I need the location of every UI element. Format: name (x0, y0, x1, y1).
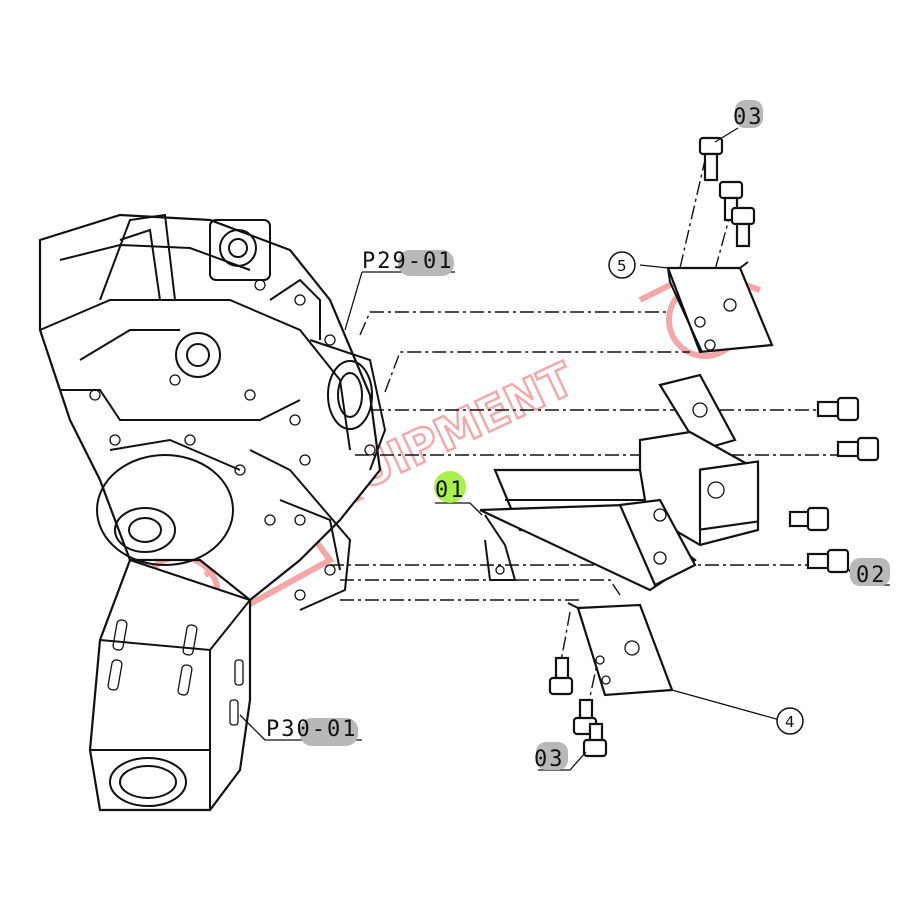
callout-01: 01 (434, 471, 466, 503)
callout-p29-text: P29-01 (362, 249, 453, 274)
lower-mounting-plate (567, 602, 674, 697)
bolt-icon (698, 136, 724, 182)
callout-4: 4 (776, 707, 804, 735)
callout-02: 02 (850, 558, 890, 588)
callout-03-bottom-text: 03 (534, 747, 565, 772)
bolt-icon (836, 436, 880, 462)
label-highlight (536, 742, 568, 770)
support-frame (479, 373, 760, 592)
bolt-icon (582, 722, 608, 758)
callout-02-text: 02 (856, 563, 887, 588)
label-highlight (398, 250, 454, 276)
label-highlight (735, 100, 763, 128)
callout-p30-text: P30-01 (266, 717, 357, 742)
callout-p30: P30-01 (266, 717, 358, 746)
label-highlight (300, 718, 358, 746)
label-highlight (850, 558, 890, 586)
bolt-icon (548, 656, 574, 696)
axle-tube (88, 558, 252, 812)
flange-bolts (548, 136, 880, 758)
callout-03-top: 03 (733, 100, 764, 130)
callout-5: 5 (608, 251, 636, 279)
callout-5-text: 5 (617, 257, 627, 275)
transmission-housing (38, 213, 387, 611)
callout-03-top-text: 03 (733, 105, 764, 130)
callout-p29: P29-01 (362, 249, 454, 276)
upper-mounting-plate (666, 261, 774, 354)
callout-4-text: 4 (785, 713, 795, 731)
part-highlight (434, 471, 466, 503)
bolt-icon (788, 506, 830, 532)
bolt-icon (806, 548, 850, 574)
callout-03-bottom: 03 (534, 742, 568, 772)
bolt-icon (816, 396, 860, 422)
bolt-icon (730, 206, 756, 248)
callout-01-text: 01 (435, 478, 466, 503)
